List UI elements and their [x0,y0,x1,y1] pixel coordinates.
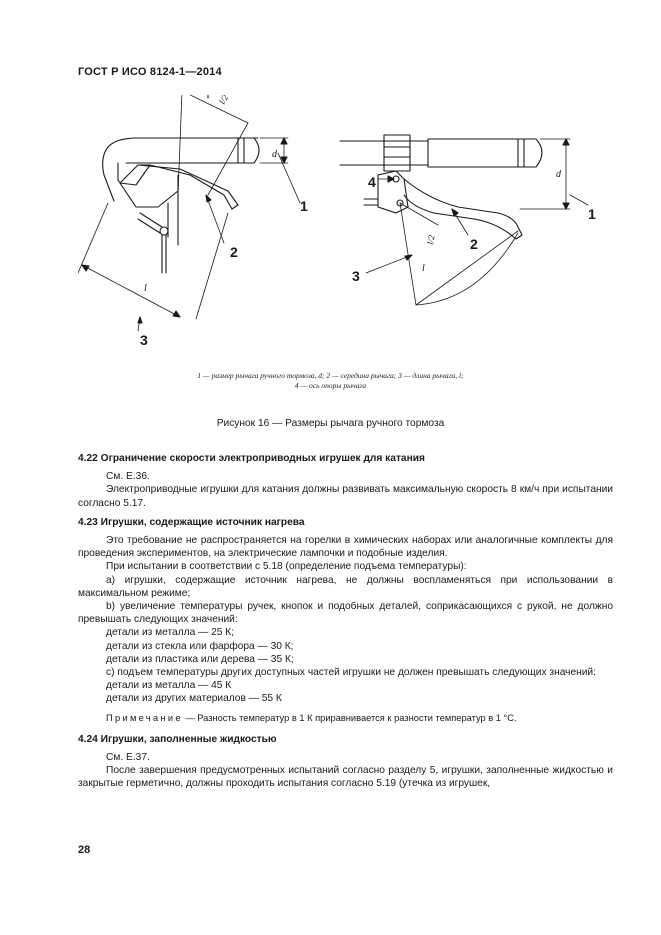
callout-4-right: 4 [368,174,376,190]
standard-header: ГОСТ Р ИСО 8124-1—2014 [78,66,222,78]
list-item: детали из металла — 25 К; [106,627,235,639]
paragraph: После завершения предусмотренных испытан… [78,765,613,790]
list-item: детали из пластика или дерева — 35 К; [106,653,294,665]
list-item: a) игрушки, содержащие источник нагрева,… [78,574,613,599]
right-lever-drawing [339,134,589,306]
callout-2-left: 2 [230,244,238,260]
dim-half-l-left: l/2 [217,95,231,106]
list-item: детали из других материалов — 55 К [106,693,282,705]
list-item: детали из металла — 45 К [106,680,232,692]
paragraph: Электроприводные игрушки для катания дол… [78,484,613,509]
dim-l-right: l [422,263,425,274]
callout-3-right: 3 [352,268,360,284]
list-item: детали из стекла или фарфора — 30 К; [106,640,294,652]
list-item: b) увеличение температуры ручек, кнопок … [78,601,613,626]
section-heading: 4.22 Ограничение скорости электроприводн… [78,453,425,464]
list-item: c) подъем температуры других доступных ч… [106,667,596,679]
dim-d-left: d [272,149,278,160]
callout-3-left: 3 [140,332,148,348]
callout-1-right: 1 [588,206,596,222]
figure-caption: Рисунок 16 — Размеры рычага ручного торм… [216,418,445,429]
left-lever-drawing [78,95,301,332]
dim-l-left: l [144,283,147,294]
brake-lever-figure: 1 2 3 4 2 3 1 d d l/2 l/2 l l [78,95,596,348]
figure-legend-line-1: 1 — размер рычага ручного тормоза, d; 2 … [197,371,464,380]
note: Примечание — Разность температур в 1 К п… [78,712,613,725]
callout-1-left: 1 [300,198,308,214]
document-body: 4.22 Ограничение скорости электроприводн… [78,452,613,791]
page-number: 28 [78,844,91,856]
callout-2-right: 2 [470,236,478,252]
paragraph: При испытании в соответствии с 5.18 (опр… [106,561,467,573]
note-text: — Разность температур в 1 К приравнивает… [182,712,517,723]
dim-half-l-right: l/2 [425,234,437,246]
figure-legend-line-2: 4 — ось опоры рычага [294,381,367,390]
paragraph: См. Е.36. [106,471,150,483]
paragraph: См. Е.37. [106,752,150,764]
section-heading: 4.23 Игрушки, содержащие источник нагрев… [78,516,305,528]
note-label: Примечание [106,712,183,723]
paragraph: Это требование не распространяется на го… [78,535,613,560]
section-heading: 4.24 Игрушки, заполненные жидкостью [78,733,277,745]
dim-d-right: d [556,169,562,180]
